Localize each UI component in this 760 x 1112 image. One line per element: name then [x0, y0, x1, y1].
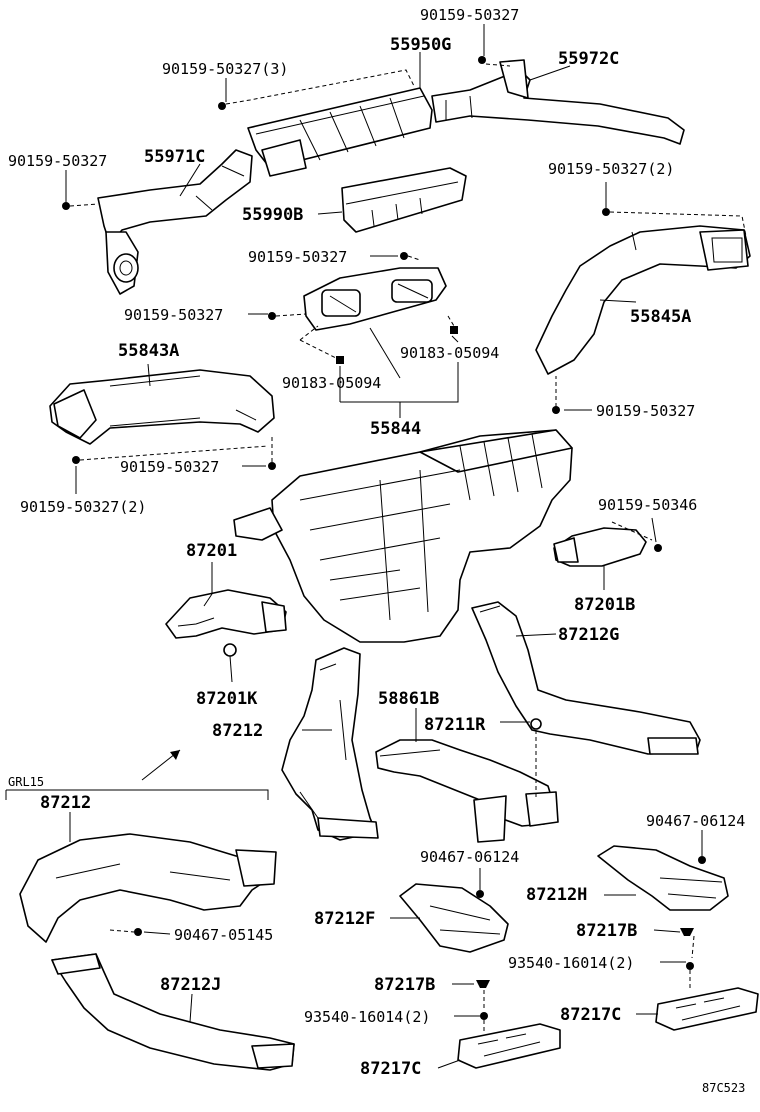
label-90159-50327-55843a: 90159-50327: [120, 458, 219, 476]
label-87212g: 87212G: [558, 625, 619, 645]
label-grl15: GRL15: [8, 775, 44, 789]
label-87212j: 87212J: [160, 975, 221, 995]
clip-icon: [530, 718, 542, 730]
label-90467-05145: 90467-05145: [174, 926, 273, 944]
bolt-icon: [654, 544, 662, 552]
label-87211r: 87211R: [424, 715, 486, 735]
label-87212-grl15: 87212: [40, 793, 91, 813]
part-55971c: [97, 149, 253, 295]
bolt-icon: [476, 890, 484, 898]
part-87201b: [553, 527, 647, 567]
label-87201k: 87201K: [196, 689, 258, 709]
label-90467-06124-right: 90467-06124: [646, 812, 745, 830]
label-93540-16014-2-right: 93540-16014(2): [508, 954, 634, 972]
label-55950g: 55950G: [390, 35, 451, 55]
label-87217b-right: 87217B: [576, 921, 637, 941]
bolt-icon: [400, 252, 408, 260]
bolt-icon: [268, 312, 276, 320]
part-heater-unit: [233, 429, 573, 643]
part-87212j: [51, 953, 295, 1071]
part-87217c-center: [457, 1023, 561, 1069]
label-55972c: 55972C: [558, 49, 619, 69]
label-58861b: 58861B: [378, 689, 439, 709]
label-87217c-right: 87217C: [560, 1005, 621, 1025]
bolt-icon: [698, 856, 706, 864]
part-87212-grl15: [19, 833, 277, 943]
label-87212h: 87212H: [526, 885, 587, 905]
label-87217b-center: 87217B: [374, 975, 435, 995]
label-diagram-code: 87C523: [702, 1081, 745, 1095]
clip-icon: [336, 356, 344, 364]
bolt-icon: [602, 208, 610, 216]
part-55972c: [431, 59, 685, 145]
label-90183-05094-left: 90183-05094: [282, 374, 381, 392]
label-90159-50327-mid: 90159-50327: [248, 248, 347, 266]
label-90183-05094-right: 90183-05094: [400, 344, 499, 362]
label-90159-50327-center-left: 90159-50327: [124, 306, 223, 324]
part-87212f: [399, 883, 509, 953]
label-55843a: 55843A: [118, 341, 179, 361]
part-55950g: [247, 87, 433, 177]
part-87217c-right: [655, 987, 759, 1031]
label-90159-50327-2-right: 90159-50327(2): [548, 160, 674, 178]
part-87212h: [597, 845, 729, 911]
label-90159-50327-left: 90159-50327: [8, 152, 107, 170]
label-90159-50327-top: 90159-50327: [420, 6, 519, 24]
label-55971c: 55971C: [144, 147, 205, 167]
label-87212f: 87212F: [314, 909, 375, 929]
label-87201b: 87201B: [574, 595, 635, 615]
part-87212-center: [281, 647, 379, 841]
part-55990b: [341, 167, 467, 233]
label-90159-50327-2-left: 90159-50327(2): [20, 498, 146, 516]
bolt-icons: [62, 56, 706, 1020]
label-90159-50327-55845a: 90159-50327: [596, 402, 695, 420]
bolt-icon: [478, 56, 486, 64]
label-93540-16014-2-center: 93540-16014(2): [304, 1008, 430, 1026]
label-90159-50346: 90159-50346: [598, 496, 697, 514]
part-55843a: [49, 369, 275, 445]
bolt-icon: [218, 102, 226, 110]
bolt-icon: [480, 1012, 488, 1020]
clip-icon: [223, 643, 237, 657]
bolt-icon: [268, 462, 276, 470]
leader-lines: [5, 24, 747, 1069]
label-87212-center: 87212: [212, 721, 263, 741]
label-55845a: 55845A: [630, 307, 691, 327]
bolt-icon: [134, 928, 142, 936]
part-labels: 90159-50327 55950G 90159-50327(3) 55972C…: [8, 6, 745, 1095]
label-55990b: 55990B: [242, 205, 303, 225]
bolt-icon: [62, 202, 70, 210]
bolt-icon: [686, 962, 694, 970]
clip-icon: [680, 928, 694, 936]
label-90467-06124-center: 90467-06124: [420, 848, 519, 866]
bolt-icon: [72, 456, 80, 464]
part-87212g: [471, 601, 701, 755]
label-90159-50327-3: 90159-50327(3): [162, 60, 288, 78]
clip-icon: [476, 980, 490, 988]
label-55844: 55844: [370, 419, 421, 439]
clip-icon: [450, 326, 458, 334]
part-58861b: [375, 739, 559, 843]
label-87217c-center: 87217C: [360, 1059, 421, 1079]
label-87201: 87201: [186, 541, 237, 561]
part-87201: [165, 589, 287, 639]
part-55845a: [535, 225, 751, 375]
part-55844: [303, 267, 447, 331]
